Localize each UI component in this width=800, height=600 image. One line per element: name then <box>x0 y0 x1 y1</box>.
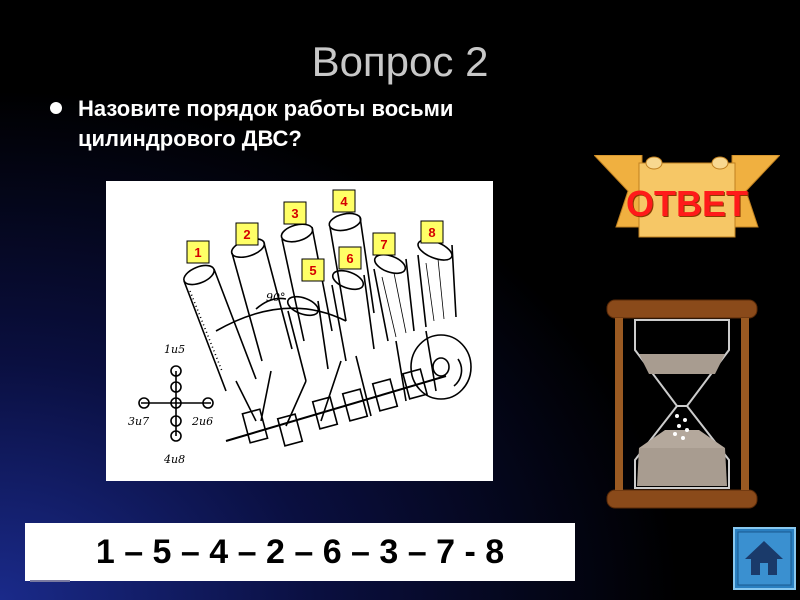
cylinder-8 <box>417 239 457 328</box>
angle-label: 90° <box>266 291 286 304</box>
crank-label-4-8: 4и8 <box>163 453 185 466</box>
firing-order-answer: 1 – 5 – 4 – 2 – 6 – 3 – 7 - 8 <box>25 523 575 581</box>
cylinder-1 <box>183 264 257 392</box>
cylinder-label-1: 1 <box>186 240 210 264</box>
hourglass-icon <box>605 298 760 510</box>
engine-diagram: 90° 1и5 3и7 2и6 4и8 1 2 3 4 5 6 <box>106 181 493 481</box>
svg-text:1: 1 <box>194 245 201 260</box>
home-icon <box>733 527 796 590</box>
svg-text:7: 7 <box>380 237 387 252</box>
cylinder-4 <box>328 212 375 322</box>
home-button[interactable] <box>733 527 796 590</box>
svg-text:8: 8 <box>428 225 435 240</box>
svg-text:2: 2 <box>243 227 250 242</box>
cylinder-label-4: 4 <box>332 189 356 213</box>
cylinder-2 <box>230 237 293 362</box>
svg-text:3: 3 <box>291 206 298 221</box>
answer-button-label: ОТВЕТ <box>626 183 748 224</box>
cylinder-label-8: 8 <box>420 220 444 244</box>
question-text: Назовите порядок работы восьми цилиндров… <box>78 96 454 151</box>
svg-text:6: 6 <box>346 251 353 266</box>
v8-engine-drawing: 90° 1и5 3и7 2и6 4и8 1 2 3 4 5 6 <box>128 189 472 466</box>
cylinder-7 <box>373 253 415 342</box>
svg-text:5: 5 <box>309 263 316 278</box>
bullet-icon <box>50 102 62 114</box>
cylinder-label-2: 2 <box>235 222 259 246</box>
divider <box>30 580 70 582</box>
crank-label-1-5: 1и5 <box>164 343 185 356</box>
crank-label-3-7: 3и7 <box>128 415 149 428</box>
slide-title: Вопрос 2 <box>311 38 489 85</box>
cylinder-label-5: 5 <box>301 258 325 282</box>
answer-button[interactable]: ОТВЕТ <box>592 154 782 240</box>
crank-label-2-6: 2и6 <box>191 415 213 428</box>
cylinder-label-7: 7 <box>372 232 396 256</box>
cylinder-5 <box>286 295 329 382</box>
cylinder-label-6: 6 <box>338 246 362 270</box>
svg-text:4: 4 <box>340 194 348 209</box>
cylinder-label-3: 3 <box>283 201 307 225</box>
cylinder-6 <box>331 269 375 362</box>
ribbon-icon <box>592 154 782 238</box>
